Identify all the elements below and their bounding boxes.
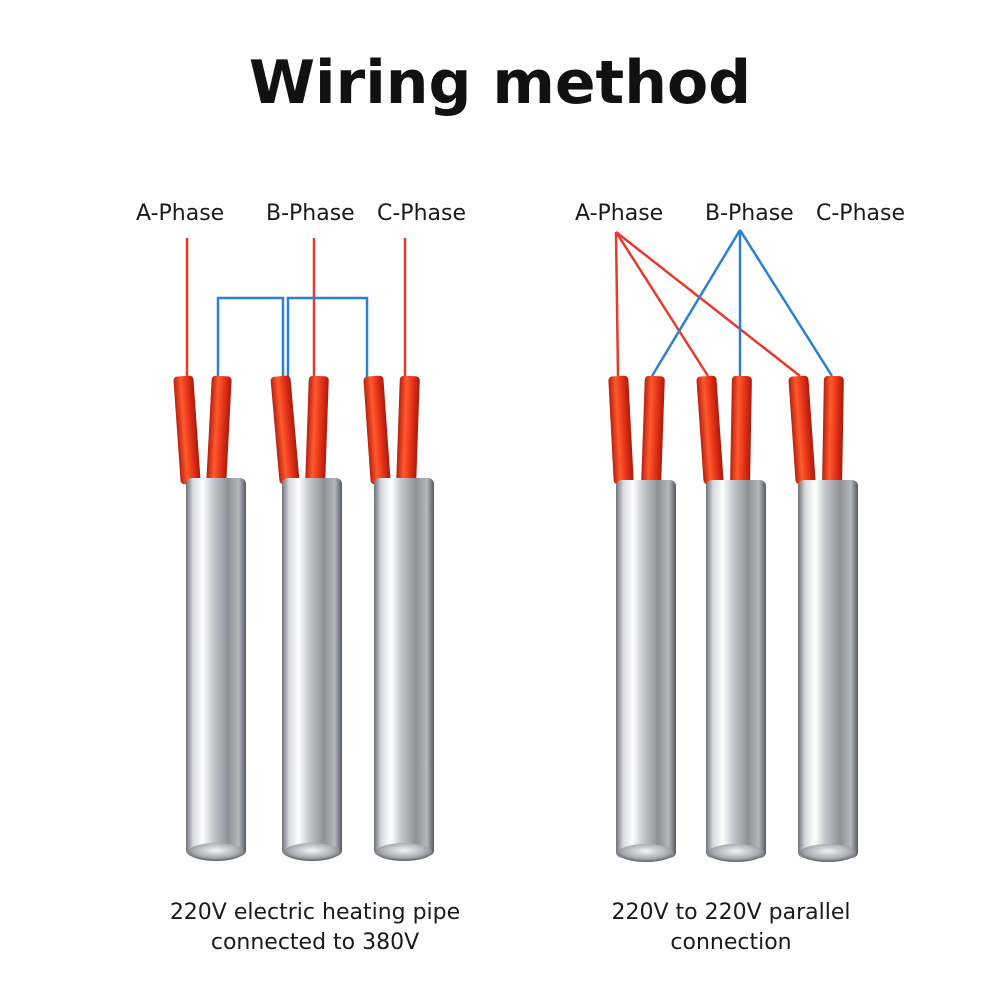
- right-label-a-phase: A-Phase: [575, 201, 664, 226]
- left-jumper-1: [216, 296, 285, 378]
- left-caption: 220V electric heating pipe connected to …: [125, 898, 505, 958]
- left-jumper-2: [286, 296, 369, 378]
- left-label-c-phase: C-Phase: [377, 201, 466, 226]
- left-label-a-phase: A-Phase: [136, 201, 225, 226]
- left-heater-2: [270, 375, 342, 861]
- right-label-c-phase: C-Phase: [816, 201, 905, 226]
- right-heater-1: [608, 375, 676, 862]
- left-heater-1: [173, 375, 246, 861]
- left-label-b-phase: B-Phase: [266, 201, 355, 226]
- right-heater-2: [696, 375, 766, 862]
- right-wire-a-2: [614, 231, 710, 377]
- right-wire-a-1: [614, 231, 620, 377]
- right-caption-line1: 220V to 220V parallel: [611, 900, 851, 925]
- right-heater-3: [788, 375, 858, 862]
- left-caption-line2: connected to 380V: [210, 930, 420, 955]
- left-caption-line1: 220V electric heating pipe: [169, 900, 461, 925]
- right-wire-a-3: [615, 231, 801, 377]
- left-heater-3: [363, 375, 434, 861]
- right-caption-line2: connection: [670, 930, 792, 955]
- right-wire-b-3: [738, 229, 834, 377]
- page-title: Wiring method: [248, 48, 752, 118]
- right-label-b-phase: B-Phase: [705, 201, 794, 226]
- right-caption: 220V to 220V parallel connection: [541, 898, 921, 958]
- right-wire-b-1: [650, 229, 742, 377]
